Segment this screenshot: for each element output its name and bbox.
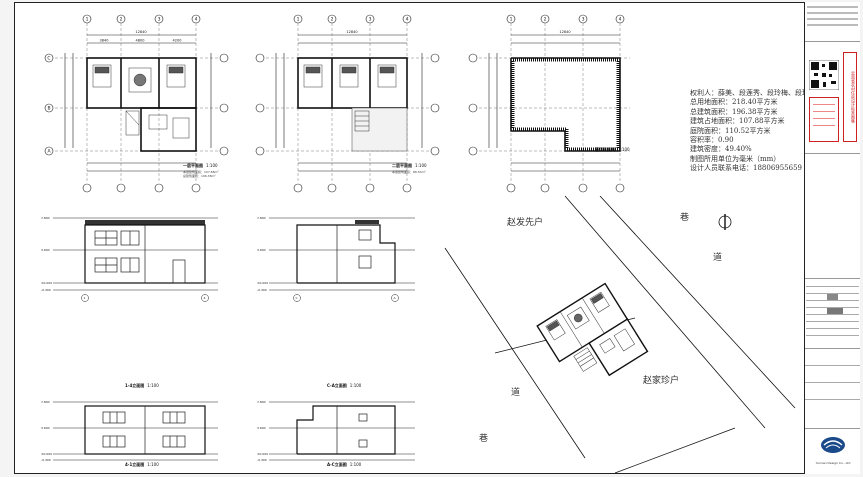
elevation-4-1-drawing: 7.800 3.600 ±0.000 -0.300 bbox=[41, 400, 218, 462]
axis-label-4: 4 bbox=[406, 17, 409, 23]
axis-label-3: 3 bbox=[158, 17, 161, 23]
axis-label-1: 1 bbox=[86, 17, 89, 23]
floor1-note-b: 总建筑面积：196.38m² bbox=[183, 174, 216, 178]
level-mid: 3.600 bbox=[257, 426, 266, 430]
site-south-owner: 赵家珍户 bbox=[643, 376, 680, 386]
level-mid: 3.600 bbox=[41, 248, 50, 252]
dim-c: 4800 bbox=[136, 39, 145, 43]
site-plan-drawing bbox=[444, 195, 796, 473]
seal-box bbox=[809, 97, 839, 142]
dim-total: 12840 bbox=[559, 30, 570, 34]
dim-total: 12840 bbox=[346, 30, 357, 34]
level-ground: -0.300 bbox=[257, 458, 267, 462]
level-base: ±0.000 bbox=[41, 452, 52, 456]
floor1-note-a: 本层建筑面积：107.88m² bbox=[183, 170, 219, 174]
info-owners: 权利人：薛美、段莲秀、段玲梅、段玲兴 bbox=[690, 89, 816, 97]
level-top: 7.800 bbox=[41, 216, 50, 220]
level-top: 7.800 bbox=[41, 400, 50, 404]
tb-project-rows bbox=[805, 349, 860, 429]
elevation-1-4-drawing: 7.800 3.600 ±0.000 -0.300 1 4 bbox=[41, 216, 218, 302]
level-mid: 3.600 bbox=[41, 426, 50, 430]
info-courtyard: 庭院面积：110.52平方米 bbox=[690, 126, 771, 135]
info-unit: 制图所用单位为毫米（mm） bbox=[690, 154, 781, 163]
title-block: 云南省农村住房设计标准图集 Yunnan Design Co., Ltd bbox=[804, 2, 860, 474]
axis-label-4: 4 bbox=[195, 17, 198, 23]
level-top: 7.800 bbox=[257, 216, 266, 220]
axis-label-a: A bbox=[394, 296, 397, 300]
dim-a: 3840 bbox=[100, 39, 109, 43]
level-base: ±0.000 bbox=[41, 281, 52, 285]
axis-label-3: 3 bbox=[369, 17, 372, 23]
elevation-c-a-drawing: 7.800 3.600 ±0.000 -0.300 C A bbox=[257, 216, 415, 302]
level-ground: -0.300 bbox=[41, 458, 51, 462]
company-name: Yunnan Design Co., Ltd bbox=[815, 461, 851, 465]
level-ground: -0.300 bbox=[257, 288, 267, 292]
axis-label-a: A bbox=[47, 149, 51, 155]
site-lane-east-b: 道 bbox=[713, 253, 723, 263]
site-plan: 赵发先户 赵家珍户 巷 道 巷 道 bbox=[435, 188, 815, 473]
site-lane-west-a: 巷 bbox=[479, 434, 489, 444]
level-top: 7.800 bbox=[257, 400, 266, 404]
site-north-owner: 赵发先户 bbox=[507, 218, 544, 228]
dim-b: 4200 bbox=[173, 39, 182, 43]
floor2-plan-drawing: 1 2 3 4 12840 bbox=[255, 14, 440, 193]
axis-label-2: 2 bbox=[331, 17, 334, 23]
project-info: 权利人：薛美、段莲秀、段玲梅、段玲兴 总用地面积：218.40平方米 总建筑面积… bbox=[690, 89, 816, 174]
company-logo-icon bbox=[821, 437, 845, 453]
roof-plan-drawing: 1 2 3 4 12840 bbox=[468, 14, 630, 193]
axis-label-1: 1 bbox=[297, 17, 300, 23]
floor2-note: 本层建筑面积：88.50m² bbox=[392, 170, 426, 174]
axis-label-b: B bbox=[47, 106, 50, 112]
info-density: 建筑密度：49.40% bbox=[690, 145, 752, 154]
level-base: ±0.000 bbox=[257, 452, 268, 456]
tb-stamp-area: 云南省农村住房设计标准图集 bbox=[805, 42, 860, 154]
axis-label-3: 3 bbox=[582, 17, 585, 23]
info-far: 容积率：0.90 bbox=[690, 136, 734, 145]
level-base: ±0.000 bbox=[257, 281, 268, 285]
axis-label-1: 1 bbox=[510, 17, 513, 23]
floor1-plan: 1 2 3 4 C B A 12840 3840 4800 4200 一层平面图… bbox=[31, 13, 231, 198]
qr-code-icon bbox=[809, 60, 839, 90]
axis-label-c: C bbox=[47, 56, 50, 62]
axis-label-2: 2 bbox=[120, 17, 123, 23]
tb-blank bbox=[805, 154, 860, 279]
floor1-plan-drawing: 1 2 3 4 C B A 12840 3840 4800 4200 bbox=[44, 14, 229, 193]
elevation-a-c-drawing: 7.800 3.600 ±0.000 -0.300 bbox=[257, 400, 415, 462]
dim-total: 12840 bbox=[135, 30, 146, 34]
tb-logo-area: Yunnan Design Co., Ltd bbox=[805, 429, 860, 472]
level-ground: -0.300 bbox=[41, 288, 51, 292]
drawing-sheet: 1 2 3 4 C B A 12840 3840 4800 4200 一层平面图… bbox=[14, 2, 860, 474]
info-land-area: 总用地面积：218.40平方米 bbox=[690, 98, 778, 107]
tb-notes bbox=[805, 2, 860, 42]
axis-label-4: 4 bbox=[204, 296, 206, 300]
axis-label-c: C bbox=[296, 296, 298, 300]
axis-label-2: 2 bbox=[544, 17, 547, 23]
info-designer: 设计人员联系电话：18806955659 bbox=[690, 164, 802, 173]
info-total-area: 总建筑面积：196.38平方米 bbox=[690, 107, 778, 116]
tb-sign-table bbox=[805, 279, 860, 349]
axis-label-4: 4 bbox=[619, 17, 622, 23]
north-arrow-icon bbox=[718, 214, 732, 230]
info-footprint: 建筑占地面积：107.88平方米 bbox=[690, 117, 785, 126]
site-lane-west-b: 道 bbox=[511, 388, 521, 398]
level-mid: 3.600 bbox=[257, 248, 266, 252]
site-lane-east-a: 巷 bbox=[680, 213, 690, 223]
axis-label-1: 1 bbox=[84, 296, 86, 300]
approval-stamp: 云南省农村住房设计标准图集 bbox=[843, 52, 857, 142]
